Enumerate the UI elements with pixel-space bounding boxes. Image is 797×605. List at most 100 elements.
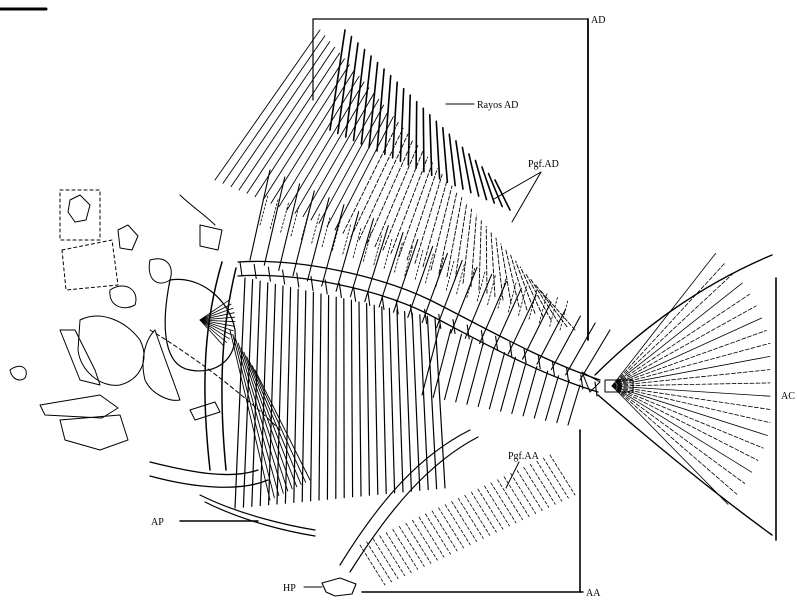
dorsal-fin-rays (215, 30, 575, 330)
neural-spine (551, 316, 580, 370)
vertebra-division (240, 262, 242, 276)
caudal-ray (612, 356, 770, 386)
vertebra-division (297, 273, 299, 287)
vertebra-division (368, 291, 370, 305)
dorsal-spine (436, 121, 439, 178)
dorsal-pterygiophore (281, 202, 289, 232)
rib (311, 292, 314, 500)
caudal-ray (612, 386, 763, 448)
dorsal-spine (443, 128, 448, 182)
vertebra-division (311, 276, 313, 290)
haemal-spine (546, 376, 559, 421)
dorsal-ray (223, 36, 325, 184)
neural-spine (508, 295, 536, 354)
label-ap: AP (151, 517, 164, 528)
dorsal-spine (423, 108, 424, 171)
bracket-aa (362, 430, 583, 592)
dorsal-spine (338, 37, 352, 134)
dorsal-ray (415, 174, 442, 263)
label-pgf-ad: Pgf.AD (528, 159, 559, 170)
dorsal-spine (475, 160, 486, 199)
dorsal-pterygiophore (343, 224, 351, 254)
dorsal-ray (335, 117, 393, 230)
dorsal-spine (393, 82, 398, 158)
rib (294, 289, 298, 502)
rib (359, 302, 361, 496)
dorsal-pterygiophore (353, 228, 361, 258)
haemal-spine (489, 353, 504, 409)
rib (412, 313, 420, 490)
label-rayos-ad: Rayos AD (477, 100, 518, 111)
label-ad: AD (591, 15, 605, 26)
caudal-ray (612, 306, 756, 386)
dorsal-ray (399, 163, 432, 257)
neural-spine (523, 302, 551, 359)
dorsal-spine (408, 95, 410, 165)
dorsal-ray (311, 99, 379, 220)
dorsal-spine (377, 69, 384, 151)
dorsal-ray (319, 105, 384, 223)
dorsal-ray (375, 146, 418, 247)
haemal-spine (534, 371, 547, 418)
dorsal-pterygiophore (291, 206, 299, 236)
dorsal-spine (385, 76, 391, 155)
rib (277, 286, 283, 504)
dorsal-spine (449, 134, 455, 185)
dorsal-pterygiophore (560, 300, 568, 330)
dorsal-ray (447, 198, 462, 277)
haemal-spine (557, 380, 569, 422)
haemal-spine (478, 348, 494, 406)
haemal-spine (523, 367, 537, 416)
vertebra-division (595, 382, 597, 396)
label-ac: AC (781, 391, 795, 402)
caudal-ray (612, 386, 768, 436)
label-aa: AA (586, 588, 601, 599)
caudal-ray (612, 254, 716, 387)
label-pgf-aa: Pgf.AA (508, 451, 540, 462)
dorsal-pterygiophore (426, 253, 434, 283)
caudal-fin (582, 254, 772, 536)
rib (351, 300, 352, 496)
dorsal-spine (430, 115, 432, 175)
vertebral-column (238, 261, 600, 396)
dorsal-ray (231, 42, 330, 187)
anal-pterygiophores (360, 455, 575, 585)
rib (389, 308, 394, 492)
dorsal-spine (369, 63, 378, 148)
haemal-spine (501, 357, 516, 411)
neural-spine (537, 309, 566, 364)
dorsal-pterygiophore (477, 271, 485, 301)
neural-spine (566, 323, 596, 375)
opercle-striation (200, 320, 227, 343)
rib (382, 307, 386, 494)
dorsal-spine (330, 30, 345, 130)
caudal-ray (612, 386, 745, 484)
opercle-striations (200, 300, 235, 346)
haemal-spine (568, 385, 580, 425)
dorsal-pterygiophore (405, 246, 413, 276)
caudal-ray (612, 386, 728, 504)
dorsal-ray (486, 226, 487, 293)
rib (327, 296, 328, 500)
label-hp: HP (283, 583, 296, 594)
vertebra-division (354, 287, 356, 301)
hypural-plate (322, 578, 356, 596)
caudal-ray (612, 386, 752, 472)
rib (405, 312, 412, 492)
dorsal-ray (247, 53, 340, 193)
dorsal-ray (479, 221, 481, 290)
dorsal-ray (239, 47, 335, 190)
neural-spine (264, 177, 285, 265)
dorsal-ray (215, 30, 320, 180)
caudal-ray (612, 263, 725, 386)
caudal-ray (612, 283, 742, 386)
dorsal-ray (491, 232, 495, 297)
neural-spine (293, 191, 314, 276)
rib (397, 310, 403, 492)
vertebra-division (254, 265, 256, 279)
dorsal-pterygiophore (332, 220, 340, 250)
dorsal-pterygiophore (457, 264, 465, 294)
haemal-spine (467, 344, 483, 405)
vertebra-division (268, 267, 270, 281)
